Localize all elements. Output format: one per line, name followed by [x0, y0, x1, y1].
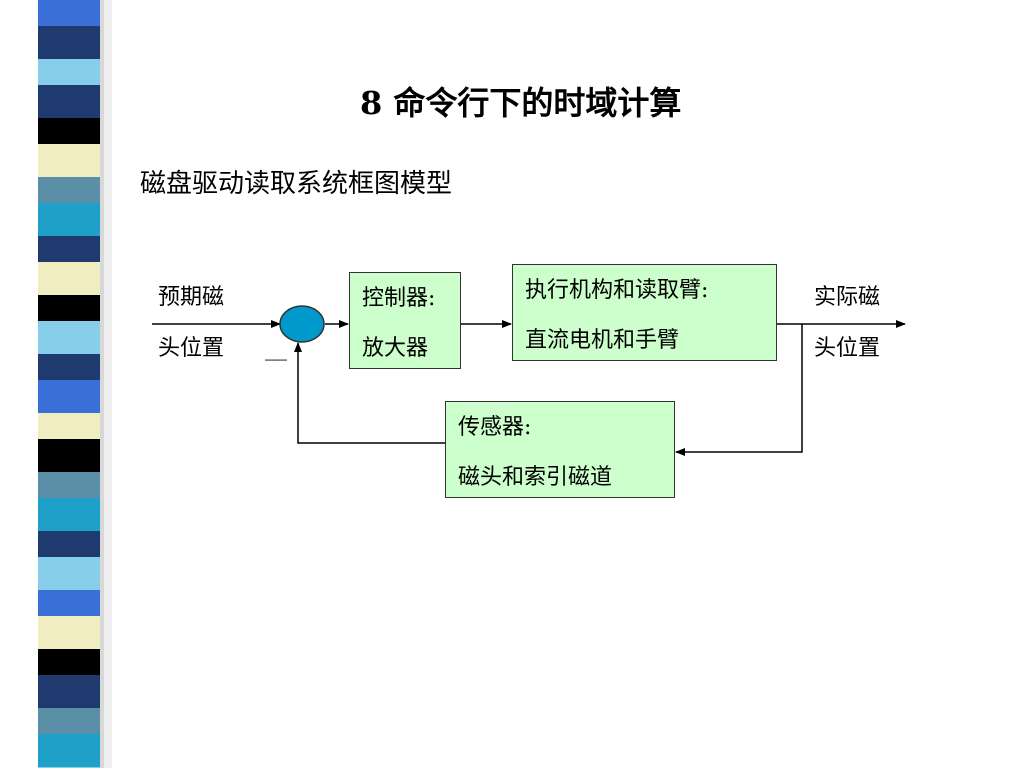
sidebar-stripe	[38, 85, 100, 118]
sidebar-stripe	[38, 649, 100, 675]
slide-title: 8 命令行下的时域计算	[360, 84, 682, 122]
controller-sublabel: 放大器	[362, 336, 429, 361]
sidebar-stripe	[38, 236, 100, 262]
actuator-label: 执行机构和读取臂:	[525, 278, 709, 303]
sidebar-stripe	[38, 354, 100, 380]
sensor-block: 传感器: 磁头和索引磁道	[445, 401, 675, 498]
sidebar-stripe	[38, 413, 100, 439]
sidebar-stripe	[38, 531, 100, 557]
controller-label: 控制器:	[362, 286, 436, 311]
sidebar-stripe	[38, 675, 100, 708]
sidebar-stripe	[38, 557, 100, 590]
minus-sign: __	[265, 336, 287, 361]
output-label-line2: 头位置	[814, 336, 881, 361]
sidebar-stripe	[38, 616, 100, 649]
sidebar-stripe	[38, 734, 100, 767]
input-label-line2: 头位置	[158, 336, 225, 361]
sidebar-stripe	[38, 472, 100, 498]
sidebar-stripe	[38, 380, 100, 413]
sensor-label: 传感器:	[458, 415, 532, 440]
controller-block: 控制器: 放大器	[349, 272, 461, 369]
sidebar-stripe	[38, 144, 100, 177]
sidebar-stripe	[38, 118, 100, 144]
sidebar-stripe	[38, 0, 100, 26]
sidebar-stripe	[38, 321, 100, 354]
sidebar-stripe	[38, 590, 100, 616]
sensor-to-junction-arrow	[294, 342, 445, 444]
sidebar-stripes	[38, 0, 112, 768]
actuator-block: 执行机构和读取臂: 直流电机和手臂	[512, 264, 777, 361]
input-label-line1: 预期磁	[158, 285, 225, 310]
summing-junction	[279, 305, 325, 343]
sidebar-stripe	[38, 203, 100, 236]
sidebar-stripe	[38, 295, 100, 321]
sensor-sublabel: 磁头和索引磁道	[458, 465, 613, 490]
feedback-to-sensor-arrow	[675, 324, 803, 456]
actuator-sublabel: 直流电机和手臂	[525, 328, 680, 353]
sidebar-stripe	[38, 262, 100, 295]
slide-subtitle: 磁盘驱动读取系统框图模型	[140, 169, 453, 199]
sidebar-stripe	[38, 177, 100, 203]
sidebar-stripe	[38, 498, 100, 531]
sidebar-stripe	[38, 59, 100, 85]
sidebar-stripe	[38, 708, 100, 734]
sidebar-stripe	[38, 439, 100, 472]
output-label-line1: 实际磁	[814, 285, 881, 310]
sidebar-stripe	[38, 26, 100, 59]
